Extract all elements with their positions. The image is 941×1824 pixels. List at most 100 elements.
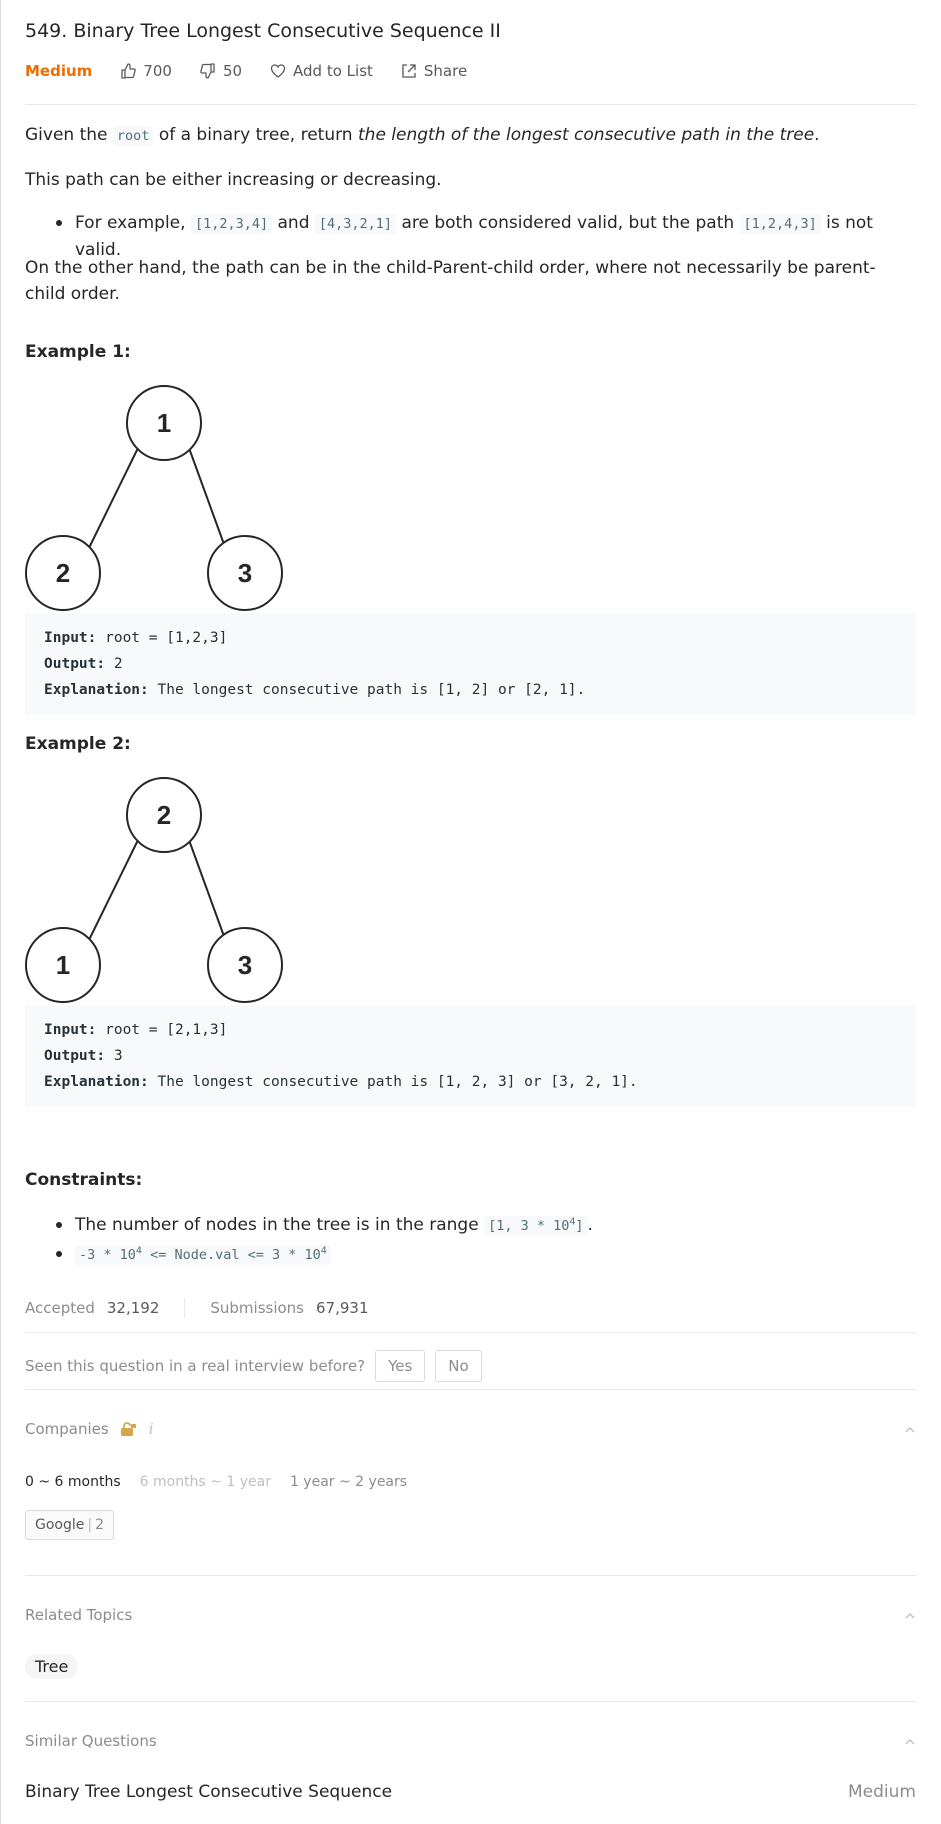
inline-code: [4,3,2,1]	[314, 214, 397, 234]
explanation-label: Explanation:	[44, 1074, 149, 1090]
output-value: 2	[105, 656, 123, 672]
share-button[interactable]: Share	[401, 62, 467, 80]
output-label: Output:	[44, 1048, 106, 1064]
difficulty-badge: Medium	[25, 62, 93, 80]
related-topics-title: Related Topics	[25, 1606, 133, 1624]
chevron-up-icon[interactable]	[904, 1424, 916, 1436]
related-topics-header[interactable]: Related Topics	[25, 1606, 132, 1624]
text: of a binary tree, return	[153, 125, 358, 145]
period-tab-1-2-years[interactable]: 1 year ~ 2 years	[289, 1474, 408, 1490]
text: The number of nodes in the tree is in th…	[75, 1215, 485, 1235]
problem-meta-bar: Medium 700 50 Add to List Share	[25, 62, 495, 80]
tree-edge	[87, 839, 139, 943]
superscript: 4	[320, 1245, 327, 1257]
inline-code: root	[112, 126, 154, 146]
inline-code: [1,2,3,4]	[190, 214, 273, 234]
list-item: For example, [1,2,3,4] and [4,3,2,1] are…	[50, 210, 916, 263]
submissions-count: 67,931	[316, 1299, 369, 1317]
superscript: 4	[569, 1216, 576, 1228]
text: is not valid.	[75, 213, 873, 260]
accepted-label: Accepted	[25, 1299, 95, 1317]
similar-questions-header[interactable]: Similar Questions	[25, 1732, 157, 1750]
share-label: Share	[423, 62, 468, 80]
code-part: ]	[575, 1218, 584, 1234]
code-part: [1, 3 * 10	[488, 1218, 570, 1234]
tree-node-label: 3	[238, 558, 252, 588]
tree-node-label: 1	[56, 950, 70, 980]
tree-edge	[188, 447, 226, 548]
chevron-up-icon[interactable]	[904, 1610, 916, 1622]
period-tab-0-6-months[interactable]: 0 ~ 6 months	[25, 1474, 121, 1490]
add-to-list-label: Add to List	[293, 62, 373, 80]
example-input: Input: root = [2,1,3]	[44, 1017, 897, 1043]
tag-separator: |	[87, 1517, 93, 1533]
topic-tag-tree[interactable]: Tree	[25, 1654, 79, 1679]
example-2-tree-diagram: 2 1 3	[25, 777, 283, 1003]
tree-node-label: 3	[238, 950, 252, 980]
tree-node	[25, 927, 101, 1003]
tree-node	[25, 535, 101, 611]
info-icon[interactable]: i	[148, 1420, 154, 1438]
company-tag-google[interactable]: Google|2	[25, 1510, 115, 1540]
left-border	[0, 0, 1, 1824]
company-count: 2	[95, 1517, 105, 1533]
thumbs-up-icon	[121, 63, 137, 79]
companies-title: Companies	[25, 1420, 109, 1438]
input-value: root = [2,1,3]	[96, 1022, 228, 1038]
text: .	[587, 1215, 593, 1235]
tree-edge	[188, 839, 226, 940]
divider	[25, 1332, 916, 1333]
tree-node	[207, 927, 283, 1003]
chevron-up-icon[interactable]	[904, 1736, 916, 1748]
company-name: Google	[35, 1517, 85, 1533]
description-p1: Given the root of a binary tree, return …	[25, 122, 916, 149]
constraints-list: The number of nodes in the tree is in th…	[25, 1212, 916, 1270]
code-part: <= Node.val <= 3 * 10	[141, 1247, 321, 1263]
output-label: Output:	[44, 656, 106, 672]
text: are both considered valid, but the path	[396, 213, 740, 233]
no-button[interactable]: No	[435, 1350, 482, 1382]
like-button[interactable]: 700	[120, 62, 172, 80]
example-explanation: Explanation: The longest consecutive pat…	[44, 1069, 897, 1095]
divider	[25, 1389, 916, 1390]
text: Given the	[25, 125, 113, 145]
input-label: Input:	[44, 1022, 97, 1038]
input-value: root = [1,2,3]	[96, 630, 228, 646]
tree-node-label: 2	[56, 558, 70, 588]
divider	[184, 1298, 186, 1318]
thumbs-down-icon	[200, 63, 215, 79]
example-output: Output: 3	[44, 1043, 897, 1069]
example-input: Input: root = [1,2,3]	[44, 625, 897, 651]
period-tabs: 0 ~ 6 months 6 months ~ 1 year 1 year ~ …	[25, 1474, 426, 1490]
yes-button[interactable]: Yes	[375, 1350, 426, 1382]
example-2-code-block: Input: root = [2,1,3] Output: 3 Explanat…	[25, 1005, 916, 1107]
description-p2: This path can be either increasing or de…	[25, 170, 442, 190]
divider	[25, 1575, 916, 1576]
output-value: 3	[105, 1048, 123, 1064]
emphasis-text: the length of the longest consecutive pa…	[358, 125, 815, 145]
companies-header[interactable]: Companies i	[25, 1420, 154, 1438]
explanation-label: Explanation:	[44, 682, 149, 698]
tree-node	[207, 535, 283, 611]
explanation-value: The longest consecutive path is [1, 2, 3…	[148, 1074, 638, 1090]
period-tab-6-months-1-year[interactable]: 6 months ~ 1 year	[139, 1474, 271, 1490]
lock-icon	[120, 1422, 136, 1436]
interview-survey: Seen this question in a real interview b…	[25, 1350, 482, 1382]
inline-code: [1,2,4,3]	[739, 214, 821, 234]
submissions-label: Submissions	[210, 1299, 305, 1317]
similar-question-difficulty: Medium	[848, 1782, 916, 1802]
similar-question-link[interactable]: Binary Tree Longest Consecutive Sequence	[25, 1782, 393, 1802]
dislike-count: 50	[222, 62, 243, 80]
problem-title: 549. Binary Tree Longest Consecutive Seq…	[25, 20, 501, 42]
tree-node	[126, 777, 202, 853]
similar-question-item[interactable]: Binary Tree Longest Consecutive Sequence…	[25, 1782, 916, 1802]
add-to-list-button[interactable]: Add to List	[270, 62, 373, 80]
example-1-code-block: Input: root = [1,2,3] Output: 2 Explanat…	[25, 613, 916, 715]
tree-node-label: 2	[157, 800, 171, 830]
text: .	[814, 125, 820, 145]
dislike-button[interactable]: 50	[200, 62, 242, 80]
tree-edge	[87, 447, 139, 551]
code-part: -3 * 10	[79, 1247, 136, 1263]
input-label: Input:	[44, 630, 97, 646]
